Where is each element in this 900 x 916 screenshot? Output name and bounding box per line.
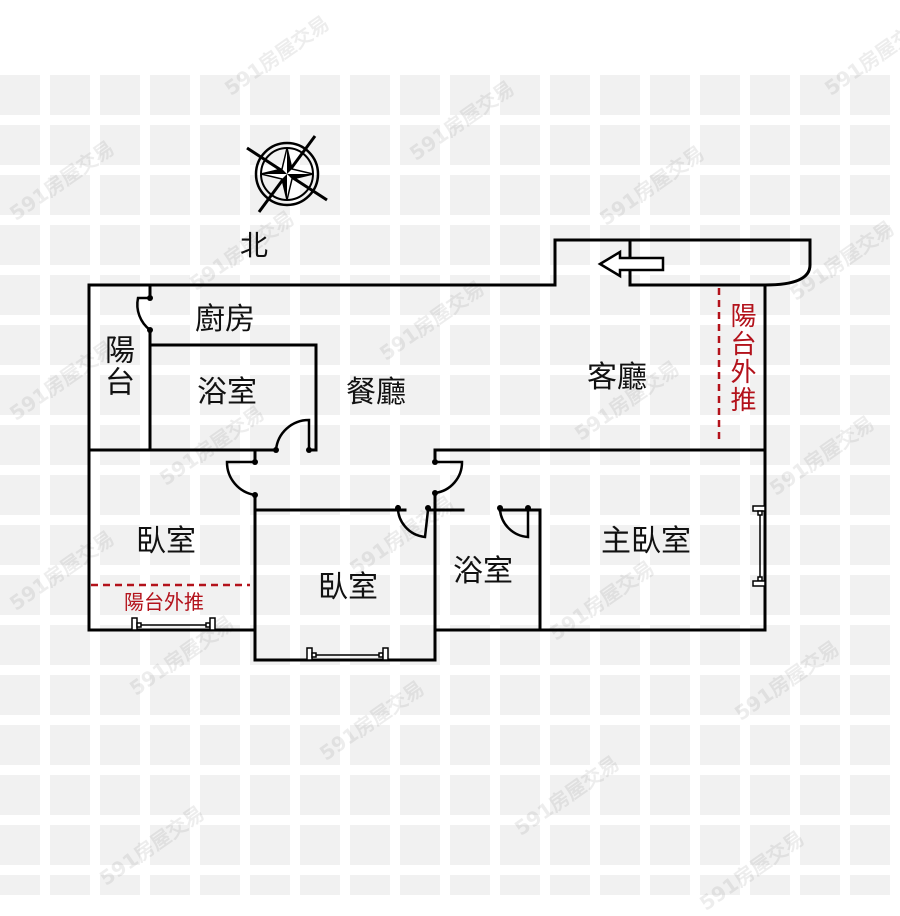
outer-wall-north-east bbox=[87, 238, 812, 632]
compass-rose-icon bbox=[246, 135, 328, 213]
room-label-living: 客廳 bbox=[587, 360, 647, 395]
door-balcony bbox=[136, 296, 151, 331]
room-label-bedroom-west: 臥室 bbox=[136, 524, 196, 559]
doors bbox=[136, 296, 530, 539]
window-bedroom-west bbox=[131, 617, 216, 631]
room-label-bedroom-middle: 臥室 bbox=[318, 570, 378, 605]
outer-wall-west bbox=[87, 283, 257, 632]
door-bath-south bbox=[498, 509, 530, 539]
door-bath-north bbox=[274, 418, 311, 451]
door-hinges bbox=[147, 295, 531, 511]
door-master-bedroom bbox=[434, 460, 464, 495]
windows bbox=[131, 505, 766, 661]
window-master-bedroom bbox=[752, 505, 766, 587]
bath-north-walls bbox=[148, 343, 318, 452]
background-tile-grid bbox=[0, 75, 900, 895]
room-label-bath-north: 浴室 bbox=[197, 375, 257, 410]
compass-north-label: 北 bbox=[240, 229, 269, 262]
door-bedroom-west bbox=[225, 460, 256, 497]
bath-south-wall bbox=[498, 508, 542, 632]
window-bedroom-middle bbox=[306, 647, 389, 661]
note-balcony-extension-living: 陽台外推 bbox=[726, 302, 756, 414]
room-label-kitchen: 廚房 bbox=[195, 302, 255, 337]
entrance-corridor-wall bbox=[628, 238, 767, 287]
note-balcony-extension-bedroom: 陽台外推 bbox=[124, 590, 204, 614]
room-label-bath-south: 浴室 bbox=[453, 554, 513, 589]
hall-wall bbox=[253, 493, 407, 512]
room-label-dining: 餐廳 bbox=[346, 375, 406, 410]
room-label-balcony: 陽台 bbox=[99, 334, 134, 398]
entrance-arrow-icon bbox=[597, 249, 665, 279]
room-label-master-bedroom: 主臥室 bbox=[601, 524, 691, 559]
